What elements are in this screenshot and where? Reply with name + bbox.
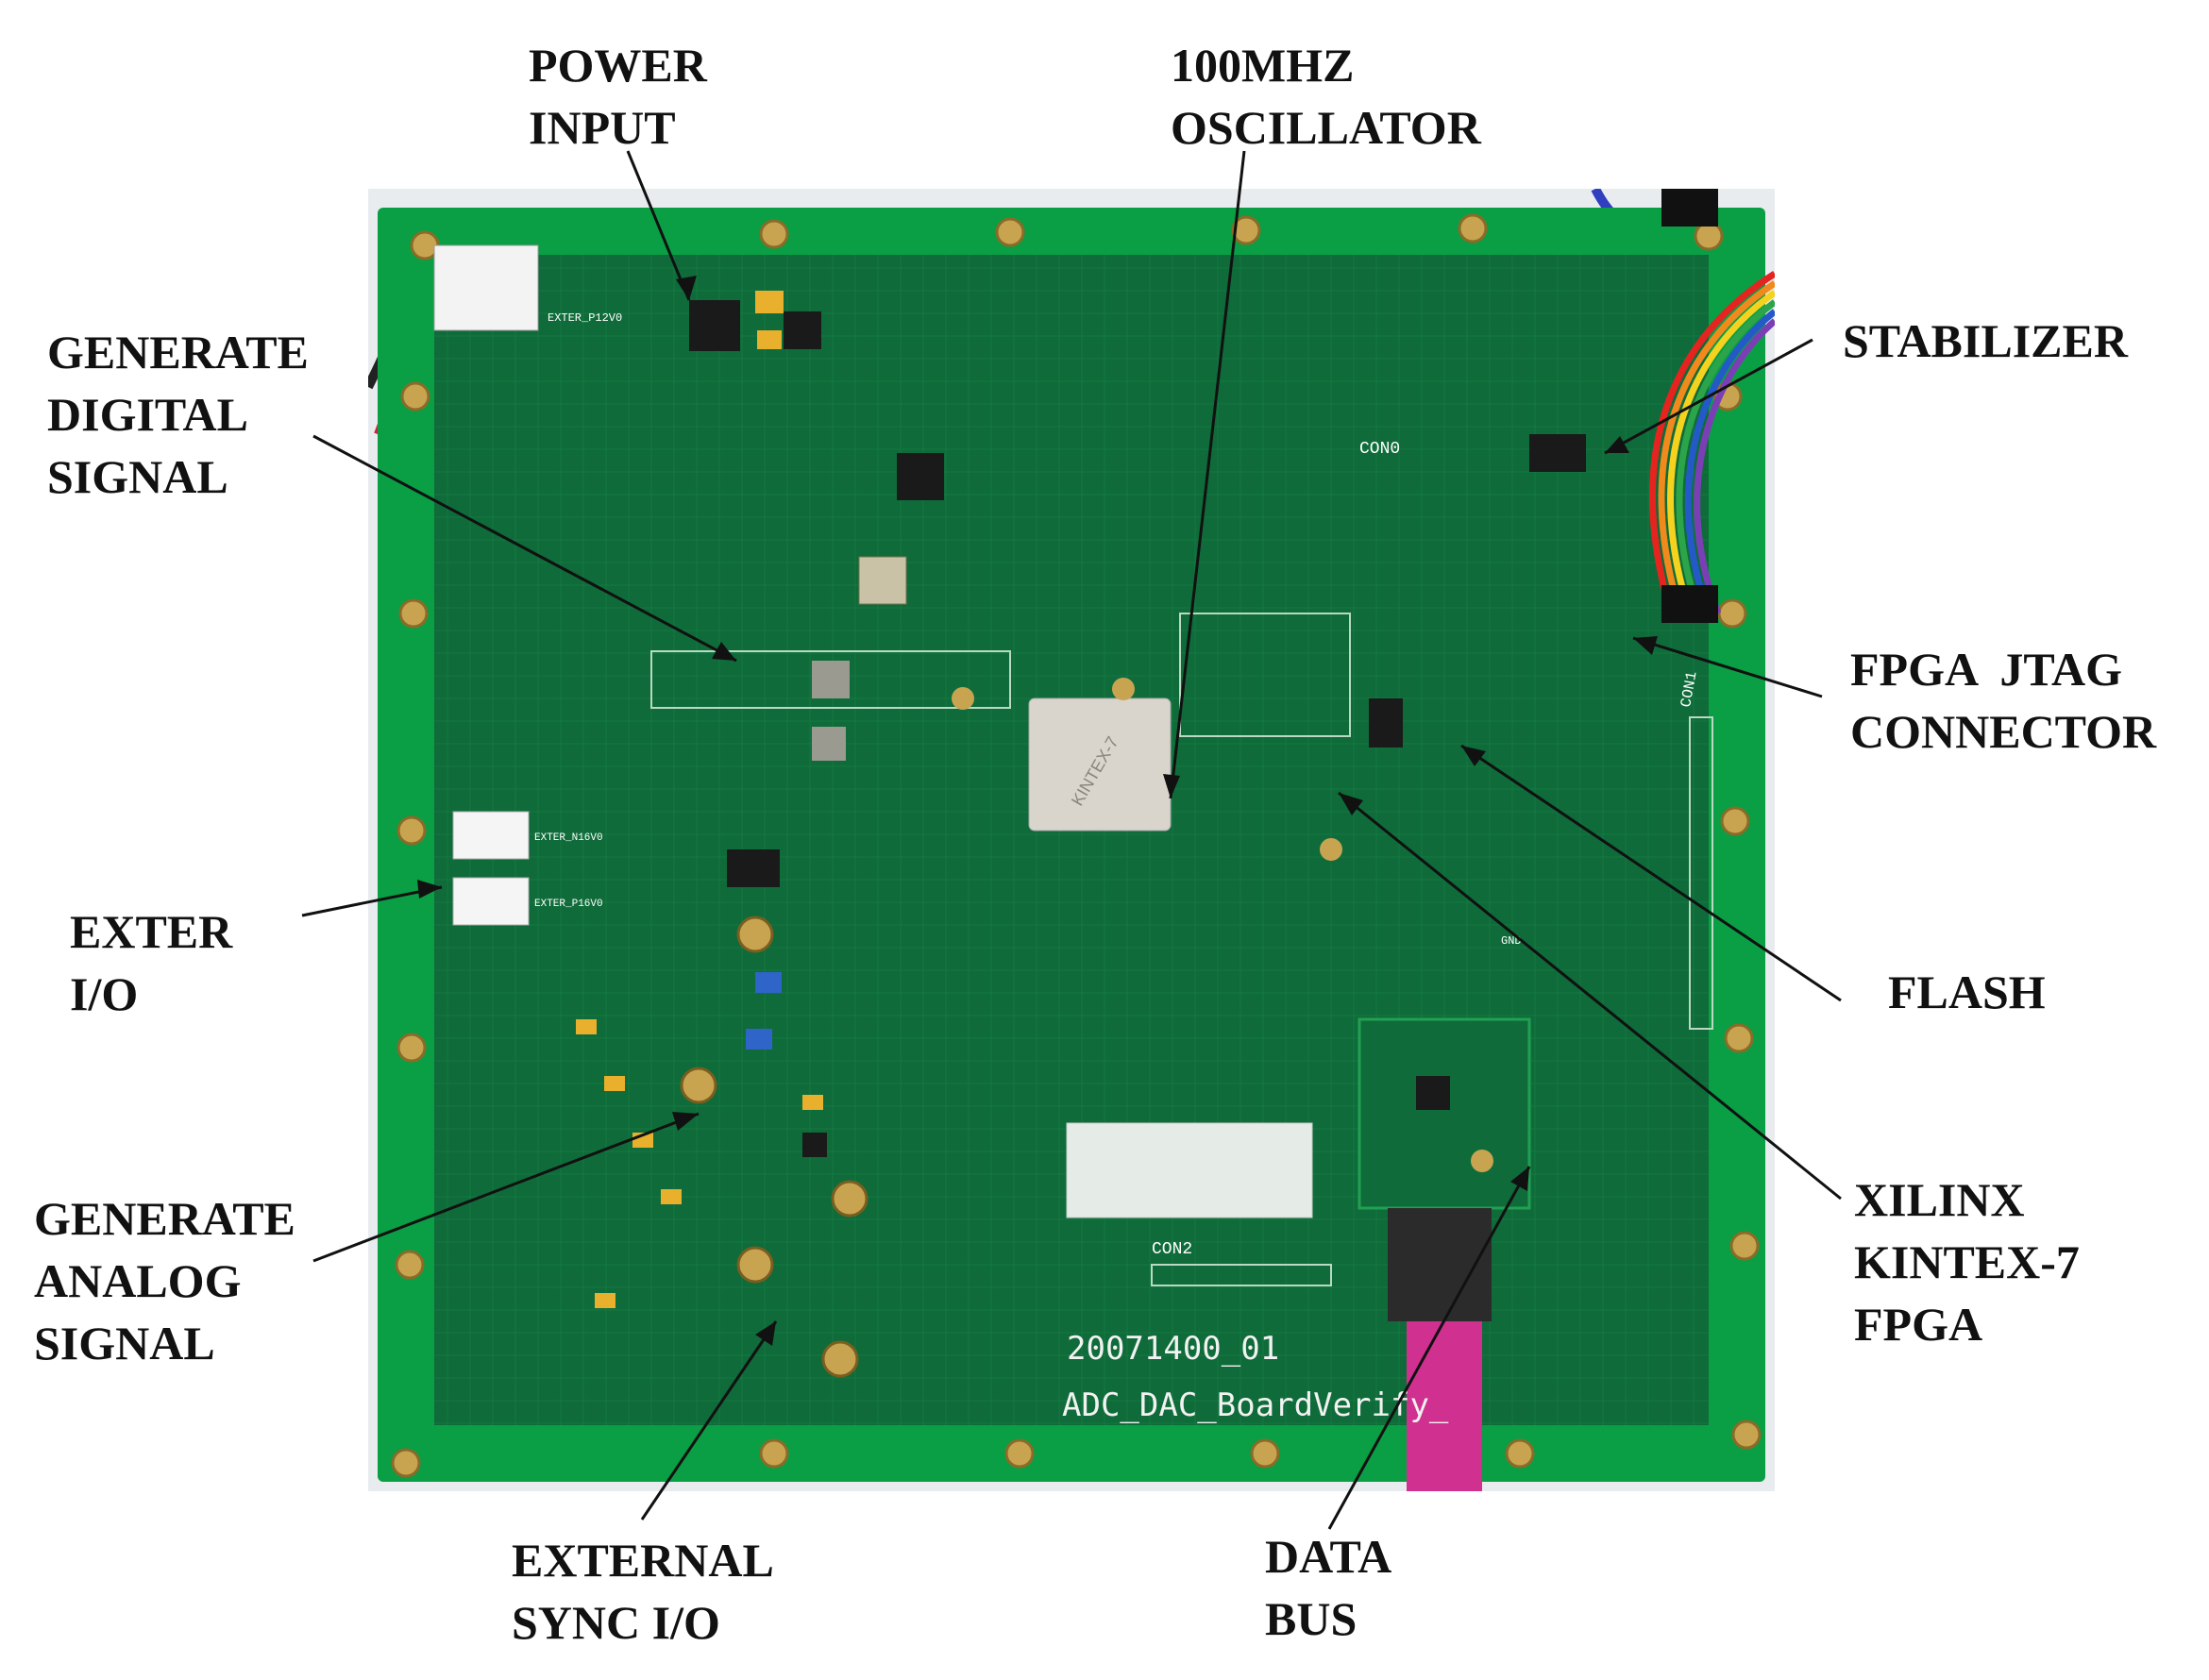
gnd-label: GND <box>1501 934 1522 948</box>
label-data-bus: DATA BUS <box>1265 1525 1391 1650</box>
exter-io-connector-1 <box>452 811 530 860</box>
power-regulator-ic <box>689 300 740 351</box>
label-exter-io-line1: EXTER <box>70 905 233 958</box>
io-ic <box>727 849 780 887</box>
label-sync-io: EXTERNAL SYNC I/O <box>512 1529 774 1654</box>
label-data-bus-line1: DATA <box>1265 1530 1392 1583</box>
digital-ic <box>858 556 907 605</box>
label-flash-line1: FLASH <box>1888 966 2046 1018</box>
label-analog-signal: GENERATE ANALOG SIGNAL <box>34 1187 295 1374</box>
label-digital-signal: GENERATE DIGITAL SIGNAL <box>47 321 309 508</box>
sma-connectors <box>680 916 868 1378</box>
label-flash: FLASH <box>1888 961 2046 1023</box>
exter-io-connector-2 <box>452 877 530 926</box>
jtag-header <box>1661 189 1718 227</box>
data-bus-board <box>1357 1017 1531 1210</box>
label-fpga-line3: FPGA <box>1854 1298 1983 1351</box>
label-stabilizer-line1: STABILIZER <box>1843 314 2128 367</box>
label-power-input-line1: POWER <box>529 39 707 92</box>
label-analog-signal-line3: SIGNAL <box>34 1317 215 1369</box>
power-input-connector <box>433 244 539 331</box>
oscillator-area-ic <box>784 311 821 349</box>
digital-ic-small <box>812 661 850 698</box>
analog-ic <box>802 1133 827 1157</box>
label-fpga: XILINX KINTEX-7 FPGA <box>1854 1168 2080 1355</box>
power-label-n16v0: EXTER_N16V0 <box>534 832 603 844</box>
label-digital-signal-line1: GENERATE <box>47 326 309 378</box>
label-sync-io-line1: EXTERNAL <box>512 1534 774 1587</box>
label-power-input: POWER INPUT <box>529 34 707 159</box>
capacitor <box>757 330 782 349</box>
label-stabilizer: STABILIZER <box>1843 310 2128 372</box>
label-fpga-line2: KINTEX-7 <box>1854 1235 2080 1288</box>
silkscreen-id: 20071400_01 <box>1067 1330 1279 1368</box>
label-jtag-connector: FPGA JTAG CONNECTOR <box>1850 638 2156 763</box>
pcb-photo: EXTER_P12V0 EXTER_N16V0 EXTER_P16V0 CON0… <box>368 189 1775 1491</box>
label-digital-signal-line3: SIGNAL <box>47 450 228 503</box>
data-bus-ic <box>1416 1076 1450 1110</box>
label-oscillator-line2: OSCILLATOR <box>1171 101 1481 154</box>
label-oscillator: 100MHZ OSCILLATOR <box>1171 34 1481 159</box>
white-sticker <box>1066 1122 1313 1218</box>
fpga-mount <box>1320 838 1342 861</box>
con2-label: CON2 <box>1152 1240 1192 1259</box>
blue-trimmer <box>746 1029 772 1050</box>
label-power-input-line2: INPUT <box>529 101 676 154</box>
label-sync-io-line2: SYNC I/O <box>512 1596 720 1649</box>
power-label-p12v0: EXTER_P12V0 <box>548 311 622 325</box>
silkscreen-name: ADC_DAC_BoardVerify_ <box>1062 1386 1449 1424</box>
db9-connector <box>1388 1208 1492 1321</box>
label-analog-signal-line2: ANALOG <box>34 1254 242 1307</box>
label-data-bus-line2: BUS <box>1265 1592 1357 1645</box>
con0-label: CON0 <box>1359 440 1400 459</box>
label-fpga-line1: XILINX <box>1854 1173 2025 1226</box>
blue-trimmer <box>755 972 782 993</box>
label-jtag-line2: CONNECTOR <box>1850 705 2157 758</box>
label-exter-io-line2: I/O <box>70 967 139 1020</box>
jtag-header-body <box>1661 585 1718 623</box>
digital-silkscreen-box <box>650 650 1011 709</box>
label-oscillator-line1: 100MHZ <box>1171 39 1355 92</box>
capacitor <box>755 291 784 313</box>
label-exter-io: EXTER I/O <box>70 900 232 1025</box>
label-digital-signal-line2: DIGITAL <box>47 388 249 441</box>
label-analog-signal-line1: GENERATE <box>34 1192 295 1245</box>
power-label-p16v0: EXTER_P16V0 <box>534 899 603 910</box>
stabilizer-ic <box>1529 434 1586 472</box>
pcb-surface <box>434 255 1709 1425</box>
oscillator <box>952 687 974 710</box>
fpga-mount <box>1112 678 1135 700</box>
regulator-ic <box>897 453 944 500</box>
label-jtag-line1: FPGA JTAG <box>1850 643 2122 696</box>
flash-chip <box>1369 698 1403 748</box>
data-bus-mount <box>1471 1150 1493 1172</box>
digital-ic-small <box>812 727 846 761</box>
